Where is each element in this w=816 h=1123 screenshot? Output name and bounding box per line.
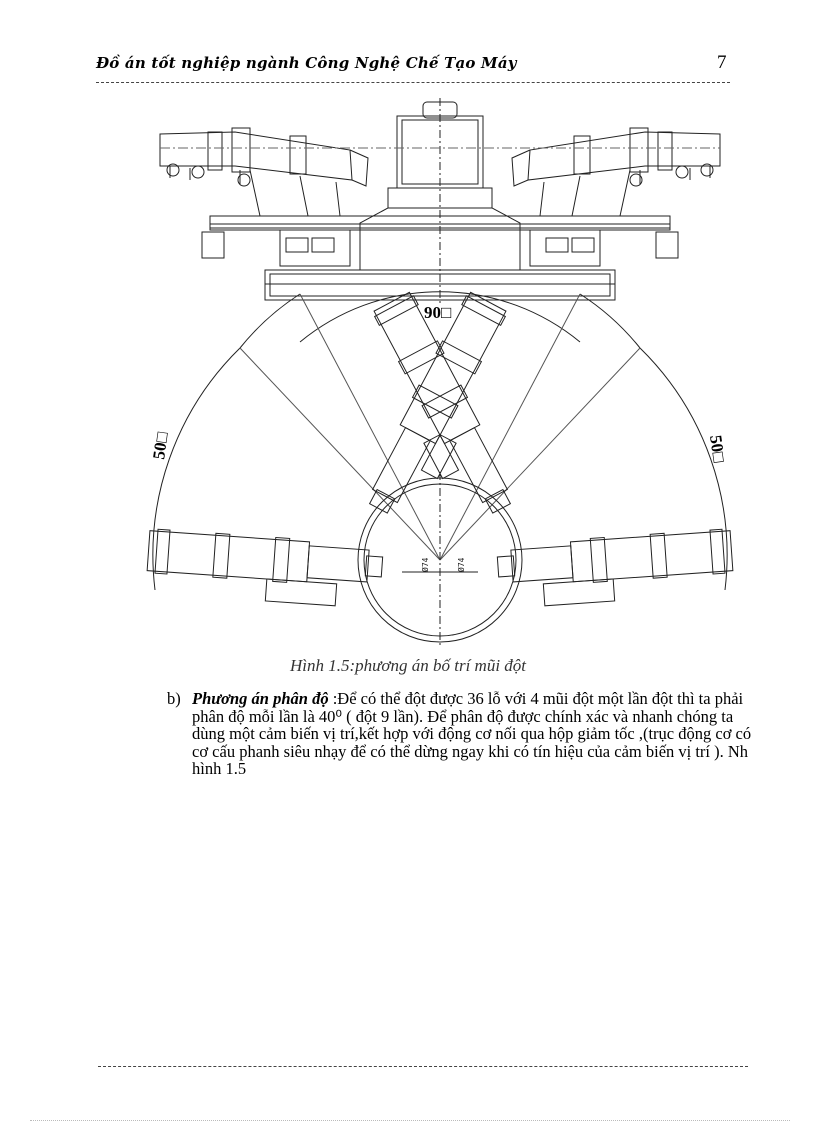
- angle-label-left: 50□: [149, 431, 172, 461]
- svg-text:Ø74: Ø74: [420, 557, 430, 572]
- svg-text:Ø74: Ø74: [456, 557, 466, 572]
- figure-caption: Hình 1.5:phương án bố trí mũi đột: [289, 656, 527, 675]
- page-bottom-dotted-line: [30, 1120, 790, 1121]
- page-header-title: Đồ án tốt nghiệp ngành Công Nghệ Chế Tạo…: [96, 54, 517, 72]
- paragraph-text: Phương án phân độ :Để có thể đột được 36…: [192, 690, 767, 778]
- punch-layout-drawing: Ø74 Ø74: [146, 98, 734, 648]
- list-label: b): [167, 689, 181, 708]
- section-heading: Phương án phân độ: [192, 689, 329, 708]
- machine-plan-view: Ø74 Ø74: [146, 291, 734, 648]
- footer-rule: [98, 1066, 748, 1067]
- machine-side-view: [159, 98, 721, 303]
- page-number: 7: [717, 52, 727, 73]
- header-rule: [96, 82, 730, 83]
- angle-label-top: 90□: [424, 303, 451, 322]
- body-paragraph: b) Phương án phân độ :Để có thể đột được…: [167, 690, 767, 778]
- paragraph-body: :Để có thể đột được 36 lỗ với 4 mũi đột …: [192, 689, 752, 778]
- angle-label-right: 50□: [706, 434, 729, 464]
